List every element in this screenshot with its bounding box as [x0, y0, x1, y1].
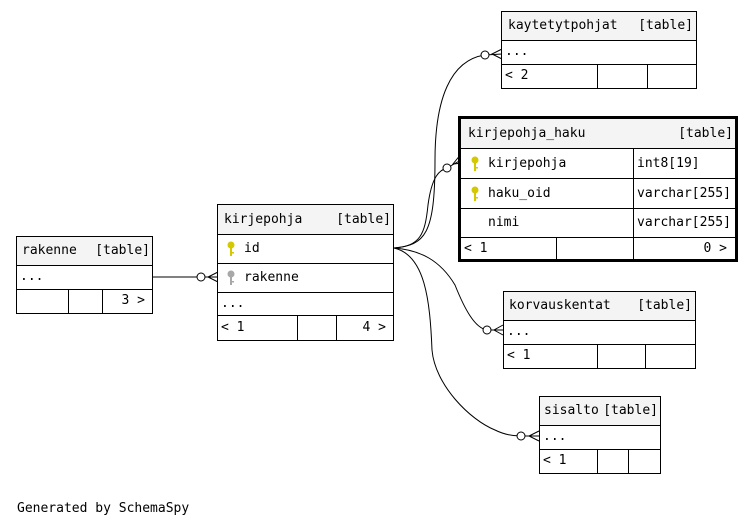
table-header: kirjepohja [table] [218, 205, 393, 235]
parent-count[interactable]: < 1 [543, 453, 567, 468]
column-type: varchar[255] [637, 215, 731, 230]
parent-count[interactable]: < 2 [505, 68, 529, 83]
cardinality-zero-icon [480, 50, 490, 60]
column-row: id [218, 235, 393, 264]
crows-foot-icon [492, 324, 504, 336]
columns-ellipsis: ... [17, 266, 152, 290]
columns-ellipsis: ... [218, 293, 393, 316]
table-rakenne[interactable]: rakenne [table] ... 3 > [16, 236, 153, 314]
child-count[interactable]: 3 > [121, 293, 145, 308]
table-kirjepohja[interactable]: kirjepohja [table] id rakenne ... < 1 4 … [217, 204, 394, 341]
table-header: kirjepohja_haku [table] [461, 119, 735, 149]
table-name: kirjepohja [224, 212, 303, 227]
primary-key-icon [471, 186, 479, 201]
table-footer: 3 > [17, 290, 152, 313]
table-sisalto[interactable]: sisalto [table] ... < 1 [539, 396, 661, 474]
generated-by-label: Generated by SchemaSpy [17, 501, 190, 516]
column-type: int8[19] [637, 156, 700, 171]
cardinality-zero-icon [442, 163, 452, 173]
table-footer: < 1 0 > [461, 238, 735, 259]
foreign-key-icon [227, 270, 235, 285]
table-kirjepohja-haku[interactable]: kirjepohja_haku [table] kirjepohja int8[… [458, 116, 738, 262]
edge-kirjepohja-kirjepohja-haku [393, 159, 462, 249]
child-count[interactable]: 4 > [362, 320, 386, 335]
table-tag: [table] [603, 403, 658, 418]
cardinality-zero-icon [482, 325, 492, 335]
column-row: nimi varchar[255] [461, 209, 735, 238]
table-tag: [table] [95, 243, 150, 258]
parent-count[interactable]: < 1 [464, 241, 488, 256]
crows-foot-icon [527, 430, 540, 442]
table-header: rakenne [table] [17, 237, 152, 266]
column-type: varchar[255] [637, 186, 731, 201]
parent-count[interactable]: < 1 [221, 320, 245, 335]
column-row: haku_oid varchar[255] [461, 179, 735, 209]
table-name: kaytetytpohjat [508, 18, 618, 33]
table-name: korvauskentat [509, 298, 611, 313]
table-tag: [table] [638, 18, 693, 33]
table-header: korvauskentat [table] [504, 292, 695, 321]
edge-kirjepohja-sisalto [393, 247, 539, 437]
table-footer: < 2 [502, 65, 696, 88]
table-footer: < 1 4 > [218, 316, 393, 340]
table-tag: [table] [678, 126, 733, 141]
table-header: kaytetytpohjat [table] [502, 12, 696, 41]
column-name: kirjepohja [488, 156, 567, 171]
columns-ellipsis: ... [540, 426, 660, 450]
child-count[interactable]: 0 > [703, 241, 727, 256]
table-korvauskentat[interactable]: korvauskentat [table] ... < 1 [503, 291, 696, 369]
table-name: rakenne [22, 243, 77, 258]
primary-key-icon [471, 156, 479, 171]
column-name: rakenne [244, 270, 299, 285]
table-header: sisalto [table] [540, 397, 660, 426]
cardinality-zero-icon [516, 431, 526, 441]
primary-key-icon [227, 241, 235, 256]
edge-kirjepohja-korvauskentat [393, 247, 503, 331]
columns-ellipsis: ... [502, 41, 696, 65]
table-tag: [table] [637, 298, 692, 313]
table-kaytetytpohjat[interactable]: kaytetytpohjat [table] ... < 2 [501, 11, 697, 89]
column-name: haku_oid [488, 186, 551, 201]
parent-count[interactable]: < 1 [507, 348, 531, 363]
table-footer: < 1 [540, 450, 660, 473]
columns-ellipsis: ... [504, 321, 695, 345]
column-row: kirjepohja int8[19] [461, 149, 735, 179]
column-row: rakenne [218, 264, 393, 293]
table-name: sisalto [544, 403, 599, 418]
column-name: nimi [488, 215, 520, 230]
crows-foot-icon [490, 48, 503, 60]
edge-kirjepohja-kaytetytpohjat [393, 53, 503, 249]
cardinality-zero-icon [196, 272, 206, 282]
table-tag: [table] [336, 212, 391, 227]
column-name: id [244, 241, 260, 256]
crows-foot-icon [206, 271, 219, 283]
table-footer: < 1 [504, 345, 695, 368]
table-name: kirjepohja_haku [468, 126, 586, 141]
